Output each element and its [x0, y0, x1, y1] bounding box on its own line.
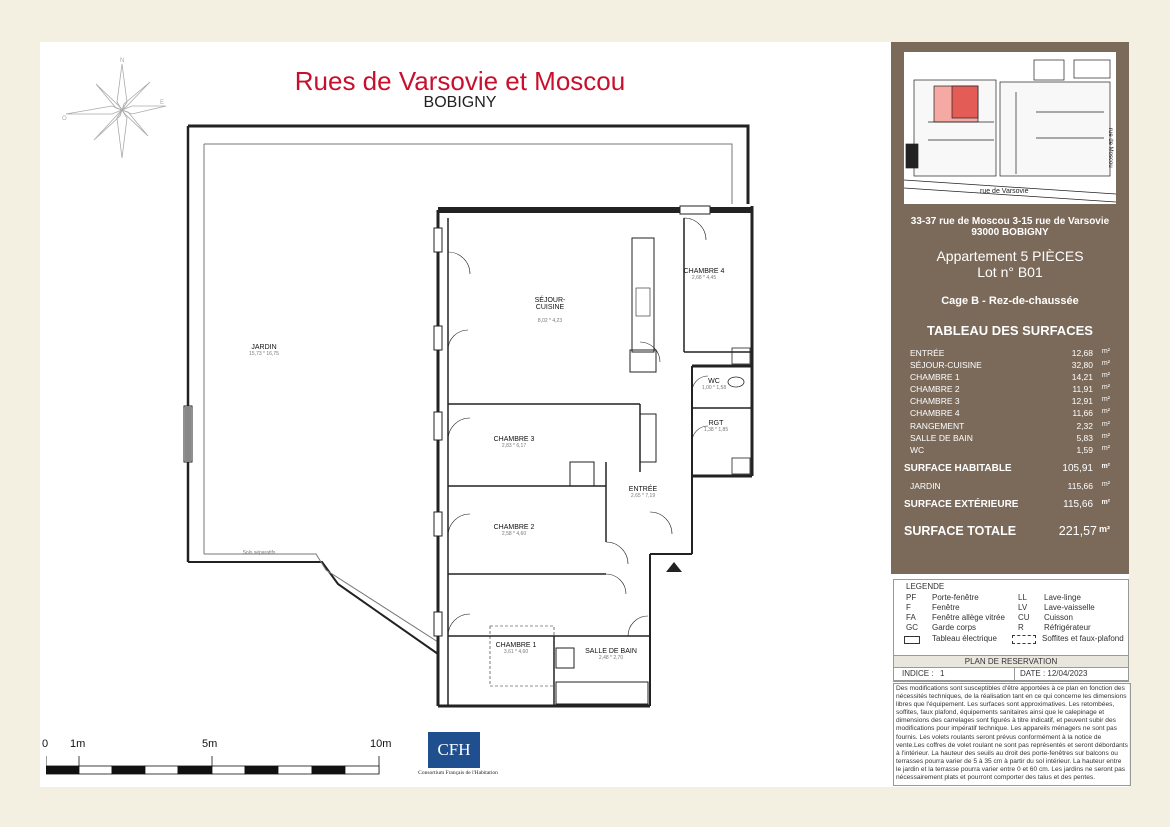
floor-label: Cage B - Rez-de-chaussée — [941, 295, 1079, 307]
legend-code: LV — [1018, 603, 1028, 612]
room-label-chambre-1: CHAMBRE 1 3,61 * 4,60 — [495, 642, 537, 655]
legend-label: Soffites et faux-plafond — [1042, 634, 1124, 643]
surfaces-table-title: TABLEAU DES SURFACES — [927, 323, 1093, 338]
info-panel-header: rue de Varsovie rue de Moscou 33-37 rue … — [891, 42, 1129, 574]
location-minimap: rue de Varsovie rue de Moscou — [903, 52, 1117, 204]
scale-bar — [46, 756, 380, 775]
indice-value: 1 — [940, 669, 945, 678]
legend-label: Cuisson — [1044, 613, 1073, 622]
legend-code: R — [1018, 623, 1024, 632]
room-label-rgt: RGT 1,38 * 1,85 — [703, 420, 729, 433]
plan-title: Rues de Varsovie et Moscou — [294, 66, 626, 96]
plan-subtitle: BOBIGNY — [423, 94, 497, 111]
legend: LEGENDE PF Porte-fenêtre F Fenêtre FA Fe… — [893, 579, 1129, 657]
apartment-info: Appartement 5 PIÈCES Lot n° B01 — [936, 248, 1084, 280]
plan-sheet: N E O Rues de Varsovie et Moscou BOBIGNY — [40, 42, 1131, 787]
garden-outline — [188, 124, 750, 204]
indice-label: INDICE : — [902, 669, 934, 678]
cfh-caption: Consortium Français de l'Habitation — [418, 770, 498, 776]
scale-label-10m: 10m — [370, 738, 392, 750]
floor-plan — [183, 124, 754, 708]
electrical-panel-icon — [904, 636, 920, 644]
reservation-row: INDICE : 1 DATE : 12/04/2023 — [894, 668, 1128, 681]
legend-label: Réfrigérateur — [1044, 623, 1091, 632]
legend-code: F — [906, 603, 911, 612]
svg-text:O: O — [62, 116, 67, 122]
reservation-box: PLAN DE RESERVATION INDICE : 1 DATE : 12… — [893, 655, 1129, 682]
legend-code: CU — [1018, 613, 1030, 622]
minimap-street-label-2: rue de Moscou — [1107, 128, 1113, 168]
cfh-logo: CFH — [428, 732, 480, 768]
reservation-header: PLAN DE RESERVATION — [894, 656, 1128, 668]
compass-rose-icon: N E O — [62, 58, 167, 159]
room-label-wc: WC 1,00 * 1,58 — [701, 378, 727, 391]
legend-label: Lave-vaisselle — [1044, 603, 1095, 612]
room-label-entree: ENTRÉE 2,65 * 7,19 — [628, 486, 658, 499]
svg-text:E: E — [160, 100, 164, 106]
room-label-chambre-3: CHAMBRE 3 2,83 * 6,17 — [493, 436, 535, 449]
address: 33-37 rue de Moscou 3-15 rue de Varsovie… — [910, 216, 1110, 238]
disclaimer: Des modifications sont susceptibles d'êt… — [893, 683, 1131, 786]
info-panel: rue de Varsovie rue de Moscou 33-37 rue … — [891, 42, 1131, 787]
legend-label: Lave-linge — [1044, 593, 1081, 602]
legend-code: LL — [1018, 593, 1027, 602]
scale-label-1m: 1m — [70, 738, 86, 750]
minimap-street-label: rue de Varsovie — [980, 188, 1029, 195]
legend-code: PF — [906, 593, 917, 602]
room-label-sejour: SÉJOUR- CUISINE 8,02 * 4,23 — [534, 297, 566, 324]
scale-label-5m: 5m — [202, 738, 218, 750]
room-label-salle-de-bain: SALLE DE BAIN 2,48 * 2,70 — [585, 648, 637, 661]
legend-title: LEGENDE — [906, 582, 945, 591]
legend-code: GC — [906, 623, 918, 632]
legend-label: Tableau électrique — [932, 634, 997, 643]
room-label-chambre-2: CHAMBRE 2 2,58 * 4,60 — [493, 524, 535, 537]
soffite-icon — [1012, 635, 1036, 644]
room-label-chambre-4: CHAMBRE 4 2,68 * 4,45 — [683, 268, 725, 281]
scale-label-0: 0 — [42, 738, 49, 750]
svg-text:N: N — [120, 58, 124, 64]
room-label-jardin: JARDIN 15,73 * 16,75 — [249, 344, 279, 357]
reservation-date: DATE : 12/04/2023 — [1020, 669, 1088, 678]
legend-code: FA — [906, 613, 916, 622]
legend-label: Fenêtre — [932, 603, 960, 612]
small-note: Sols séparatifs — [242, 550, 276, 556]
legend-label: Fenêtre allège vitrée — [932, 613, 1005, 622]
legend-label: Porte-fenêtre — [932, 593, 979, 602]
legend-label: Garde corps — [932, 623, 977, 632]
